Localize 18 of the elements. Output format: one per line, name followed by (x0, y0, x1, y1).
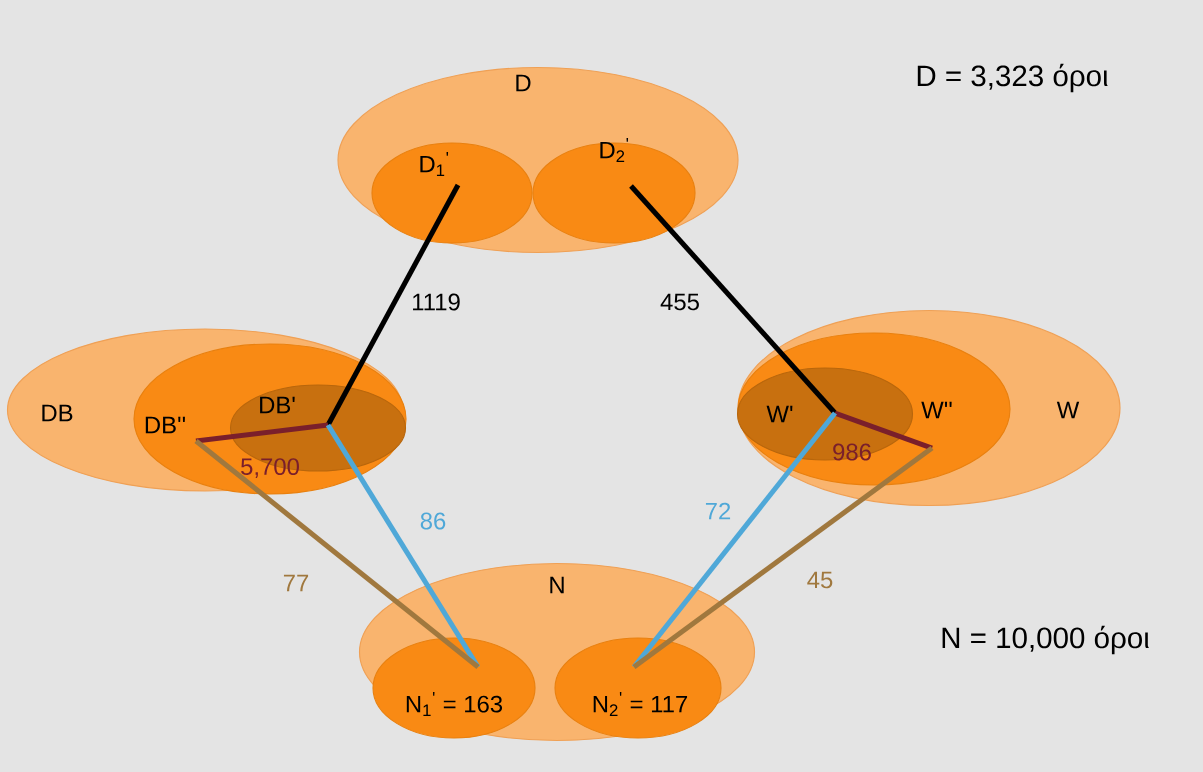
edge-label: 86 (420, 512, 446, 530)
note-text: N = 10,000 όροι (942, 625, 1149, 655)
connector-line (632, 411, 837, 669)
connector-line (834, 410, 933, 451)
node-label: ' (626, 138, 629, 142)
edge-label: 455 (660, 293, 699, 311)
edge-label: 45 (807, 571, 833, 589)
connector-line (632, 445, 934, 670)
connector-line (195, 422, 329, 444)
edge-label: 72 (705, 502, 731, 520)
edge-label: 986 (833, 443, 871, 461)
edge-label: 1119 (413, 293, 460, 311)
connector-line (194, 439, 480, 669)
connector-line (629, 184, 837, 415)
connector-line (325, 183, 461, 427)
note-text: D = 3,323 όροι (917, 63, 1108, 93)
edge-label: 77 (283, 574, 309, 592)
connector-line (325, 423, 481, 669)
